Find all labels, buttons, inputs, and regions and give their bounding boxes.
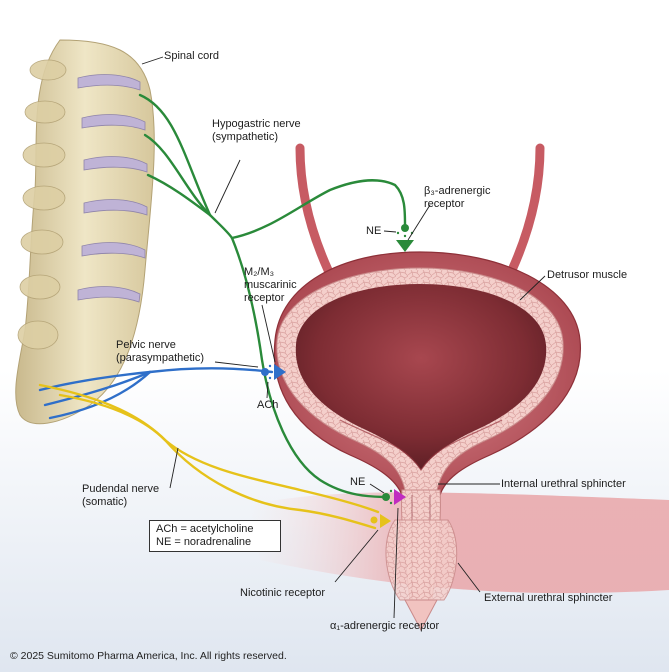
m2m3-receptor	[261, 364, 286, 380]
label-ne-bottom: NE	[350, 476, 366, 488]
alpha1-receptor	[382, 489, 406, 505]
external-sphincter-shape	[385, 519, 458, 601]
label-external-urethral-sphincter: External urethral sphincter	[484, 592, 613, 604]
urethra	[385, 489, 458, 632]
label-muscarinic: muscarinic	[244, 279, 297, 291]
hypogastric-nerve	[138, 93, 407, 499]
label-nicotinic-receptor: Nicotinic receptor	[240, 587, 325, 599]
label-spinal-cord: Spinal cord	[164, 50, 220, 62]
ureters	[295, 143, 545, 275]
legend-ne: NE = noradrenaline	[156, 536, 252, 548]
label-pelvic-nerve: Pelvic nerve	[116, 339, 176, 351]
label-hypogastric-nerve-type: (sympathetic)	[212, 131, 279, 143]
label-detrusor-muscle: Detrusor muscle	[547, 269, 628, 281]
spine	[15, 39, 155, 425]
label-ach: ACh	[257, 399, 279, 411]
label-pelvic-nerve-type: (parasympathetic)	[116, 352, 205, 364]
copyright-notice: © 2025 Sumitomo Pharma America, Inc. All…	[10, 650, 287, 662]
label-pudendal-nerve: Pudendal nerve	[82, 483, 160, 495]
label-muscarinic-receptor: receptor	[244, 292, 285, 304]
label-alpha1-receptor: α₁-adrenergic receptor	[330, 620, 440, 632]
abbreviation-legend: ACh = acetylcholine NE = noradrenaline	[149, 520, 281, 552]
pudendal-nerve	[38, 383, 380, 530]
label-beta3-receptor: β₃-adrenergic	[424, 185, 491, 197]
label-internal-urethral-sphincter: Internal urethral sphincter	[501, 478, 626, 490]
bladder-lumen	[295, 284, 547, 470]
nicotinic-receptor	[370, 514, 391, 528]
pelvic-floor-muscle	[250, 492, 669, 594]
label-ne-top: NE	[366, 225, 382, 237]
label-pudendal-nerve-type: (somatic)	[82, 496, 128, 508]
legend-ach: ACh = acetylcholine	[156, 523, 254, 535]
leader-lines	[141, 56, 546, 619]
label-m2m3: M₂/M₃	[244, 266, 275, 278]
label-beta3-receptor-line2: receptor	[424, 198, 465, 210]
label-hypogastric-nerve: Hypogastric nerve	[212, 118, 301, 130]
